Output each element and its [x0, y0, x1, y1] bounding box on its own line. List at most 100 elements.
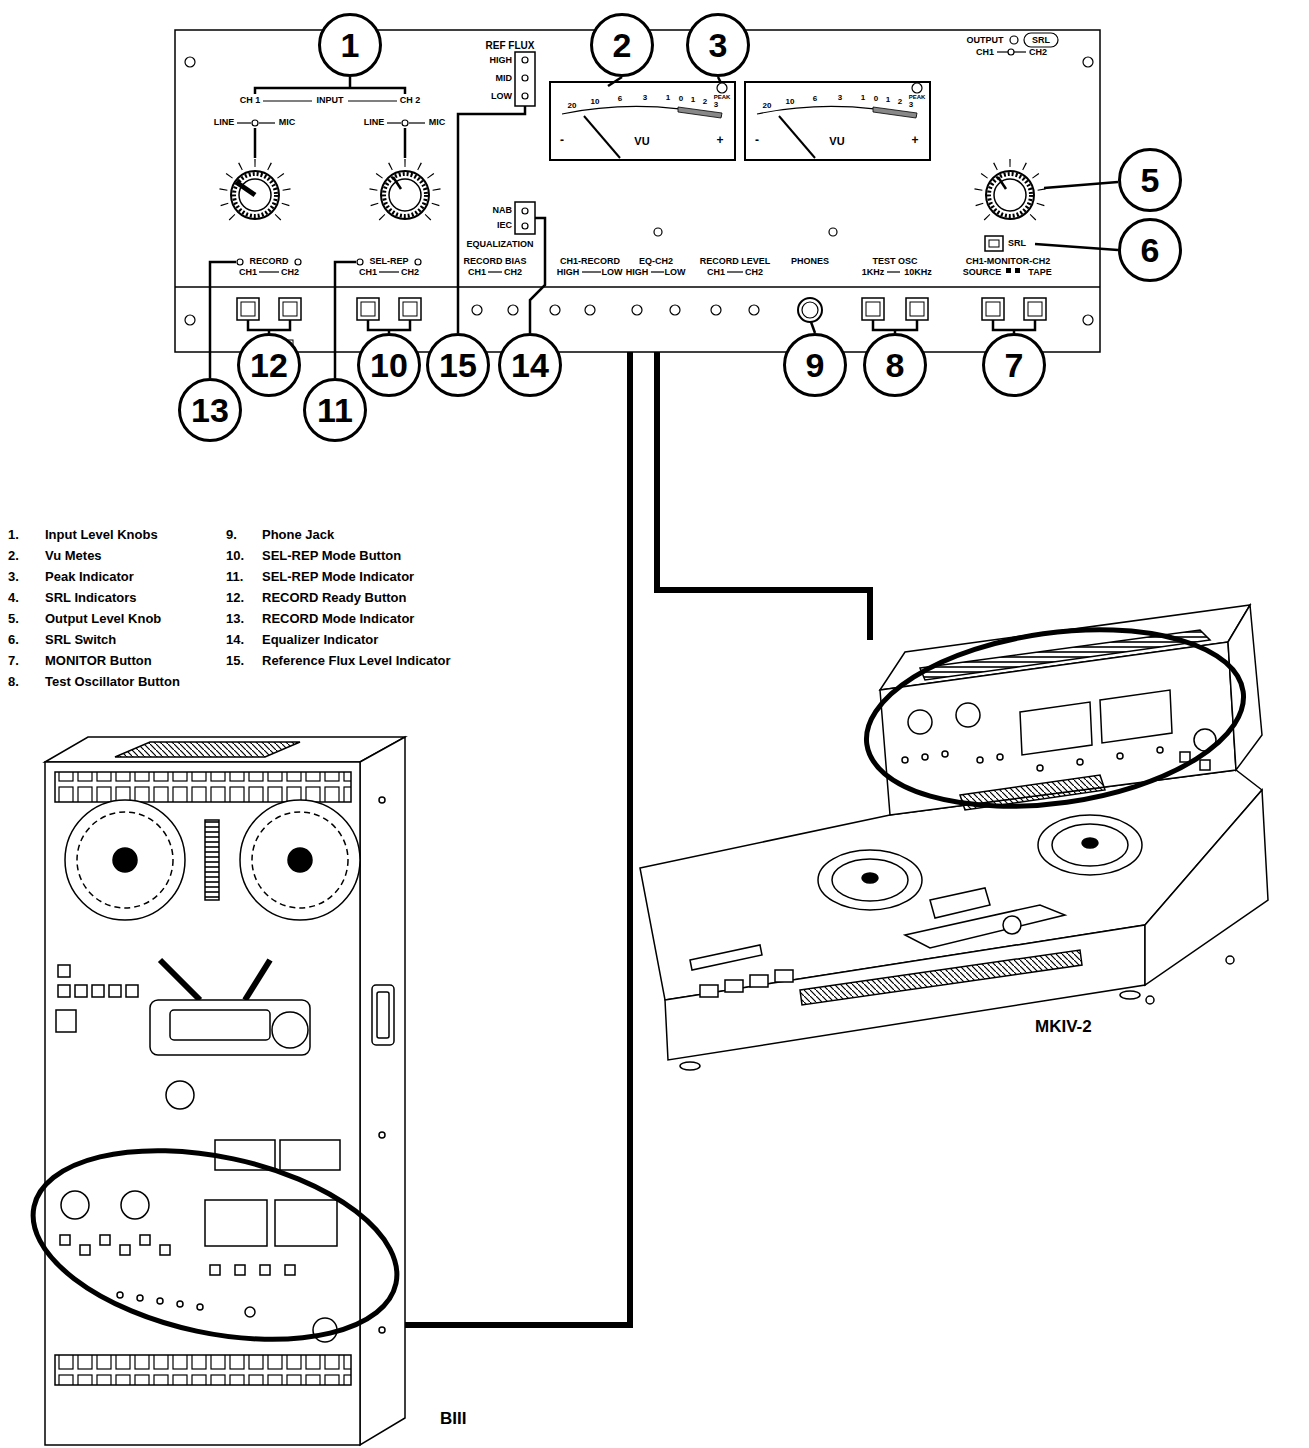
panel-label: LOW — [491, 92, 512, 101]
control-panel — [978, 163, 1042, 219]
biii-recorder — [360, 737, 405, 1445]
control-panel — [357, 259, 363, 265]
panel-label: + — [911, 134, 918, 146]
control-panel — [745, 82, 930, 160]
callout-circle: 12 — [237, 333, 301, 397]
callout-number: 7 — [1005, 348, 1024, 382]
panel-label: LOW — [602, 268, 623, 277]
biii-recorder — [240, 800, 360, 920]
panel-label: PEAK — [714, 94, 731, 100]
control-panel — [237, 298, 259, 320]
panel-label: SOURCE — [963, 268, 1002, 277]
control-panel — [379, 271, 399, 272]
callout-number: 3 — [709, 28, 728, 62]
mkiv-2-recorder — [1226, 956, 1234, 964]
control-panel — [651, 271, 664, 272]
legend-text: 15. — [226, 654, 244, 667]
panel-label: PHONES — [791, 257, 829, 266]
callout-number: 5 — [1141, 163, 1160, 197]
control-panel — [522, 57, 528, 63]
panel-label: SEL-REP — [369, 257, 408, 266]
panel-label: MIC — [429, 118, 446, 127]
panel-label: NAB — [493, 206, 513, 215]
mkiv-2-recorder — [956, 703, 980, 727]
leader-line — [248, 320, 290, 330]
panel-label: 2 — [703, 98, 707, 106]
control-panel — [472, 305, 482, 315]
panel-label: 10 — [786, 98, 795, 106]
panel-label: - — [755, 134, 759, 146]
legend-text: Input Level Knobs — [45, 528, 158, 541]
control-panel — [711, 305, 721, 315]
control-panel — [998, 177, 1006, 189]
mkiv-2-recorder — [942, 751, 948, 757]
legend-text: Output Level Knob — [45, 612, 161, 625]
mkiv-2-recorder — [680, 1062, 700, 1070]
biii-recorder — [121, 1191, 149, 1219]
control-panel — [1006, 268, 1011, 273]
callout-number: 1 — [341, 28, 360, 62]
biii-recorder — [372, 985, 394, 1045]
biii-recorder — [377, 992, 389, 1038]
biii-recorder — [75, 985, 87, 997]
panel-label: 10 — [591, 98, 600, 106]
legend-text: 4. — [8, 591, 19, 604]
mkiv-2-recorder — [640, 605, 1268, 1070]
control-panel — [387, 122, 401, 123]
biii-recorder — [288, 848, 312, 872]
control-panel — [1024, 33, 1058, 47]
mkiv-2-recorder — [750, 975, 768, 987]
legend-text: SEL-REP Mode Button — [262, 549, 401, 562]
panel-label: 3 — [909, 101, 913, 109]
panel-label: CH1-MONITOR-CH2 — [966, 257, 1050, 266]
connection-line — [388, 352, 630, 1325]
panel-label: 6 — [813, 95, 817, 103]
panel-label: RECORD — [249, 257, 288, 266]
biii-recorder — [55, 1355, 351, 1385]
mkiv-2-recorder — [905, 905, 1065, 948]
callout-number: 8 — [886, 348, 905, 382]
biii-recorder — [166, 1081, 194, 1109]
legend-text: 3. — [8, 570, 19, 583]
biii-recorder — [61, 1191, 89, 1219]
callout-circle: 14 — [498, 333, 562, 397]
panel-label: LOW — [665, 268, 686, 277]
panel-label: CH2 — [504, 268, 522, 277]
biii-recorder — [379, 1327, 385, 1333]
control-panel — [985, 236, 1003, 251]
panel-label: CH 1 — [240, 96, 261, 105]
leader-line — [349, 77, 352, 88]
biii-recorder — [115, 742, 300, 757]
panel-label: CH1 — [359, 268, 377, 277]
leader-line — [210, 262, 236, 378]
control-panel — [223, 163, 287, 219]
biii-recorder — [252, 812, 348, 908]
leader-line — [335, 262, 356, 378]
legend-text: 2. — [8, 549, 19, 562]
biii-recorder — [113, 848, 137, 872]
mkiv-2-recorder — [1120, 991, 1140, 999]
mkiv-2-recorder — [1157, 747, 1163, 753]
biii-recorder — [109, 985, 121, 997]
control-panel — [393, 177, 401, 189]
control-panel — [522, 93, 528, 99]
legend-text: Equalizer Indicator — [262, 633, 378, 646]
legend-text: 13. — [226, 612, 244, 625]
control-panel — [409, 122, 425, 123]
control-panel — [522, 75, 528, 81]
control-panel — [829, 228, 837, 236]
mkiv-2-recorder — [775, 970, 793, 982]
control-panel — [727, 271, 743, 272]
biii-recorder — [379, 797, 385, 803]
callout-circle: 1 — [318, 13, 382, 77]
biii-recorder — [235, 1265, 245, 1275]
legend-text: 12. — [226, 591, 244, 604]
control-panel — [236, 182, 255, 195]
biii-recorder — [60, 1235, 70, 1245]
legend-text: Vu Metes — [45, 549, 102, 562]
panel-label: TAPE — [1028, 268, 1051, 277]
control-panel — [241, 302, 255, 316]
leader-line — [368, 320, 410, 330]
panel-label: 1 — [886, 96, 890, 104]
control-panel — [906, 298, 928, 320]
